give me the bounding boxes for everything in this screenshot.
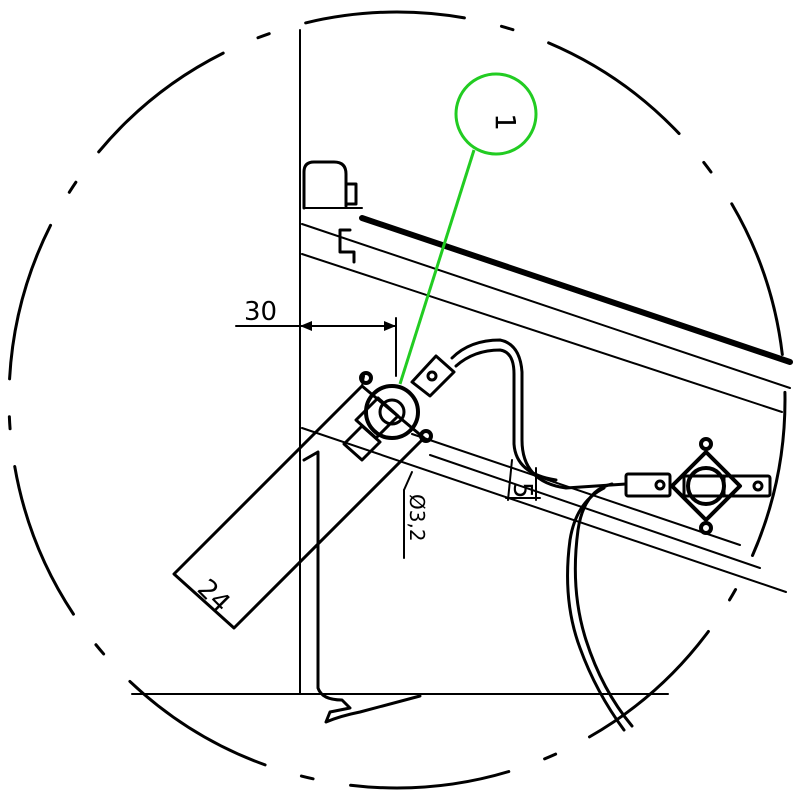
lower-rail bbox=[301, 427, 787, 593]
top-rail bbox=[301, 215, 793, 413]
hole-diameter-dimension bbox=[403, 471, 413, 559]
callout-leader-line bbox=[398, 149, 476, 385]
edge-distance-label: 5 bbox=[507, 482, 537, 499]
horizontal-offset-label: 30 bbox=[244, 297, 277, 327]
thermostat-sensor-left bbox=[342, 371, 433, 462]
wire-harness bbox=[450, 338, 634, 732]
item-callout bbox=[398, 72, 538, 385]
hole-diameter-label: Ø3,2 bbox=[405, 494, 429, 542]
horizontal-offset-dimension bbox=[235, 317, 397, 377]
detail-circle-boundary bbox=[7, 10, 787, 790]
callout-number: 1 bbox=[489, 113, 522, 131]
bracket-width-label: 24 bbox=[191, 574, 236, 619]
edge-distance-dimension bbox=[505, 459, 541, 501]
top-clip-part bbox=[302, 160, 363, 264]
panel-flange bbox=[302, 450, 422, 724]
terminal-connector-left bbox=[410, 354, 456, 398]
thermostat-sensor-right bbox=[624, 437, 772, 535]
callout-bubble bbox=[454, 72, 538, 156]
